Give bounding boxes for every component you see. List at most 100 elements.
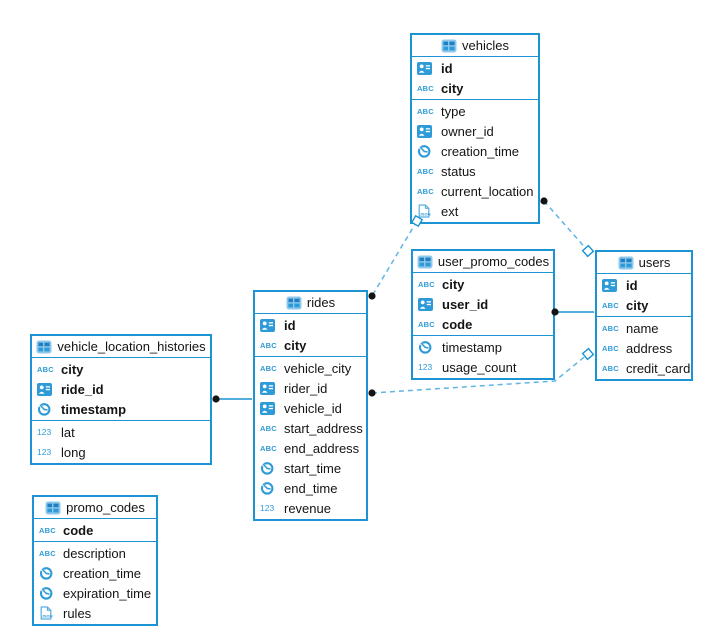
number-icon: 123 xyxy=(260,503,280,513)
id-card-icon xyxy=(602,278,622,292)
table-icon xyxy=(286,296,302,310)
table-title: vehicles xyxy=(462,38,509,53)
field-row-creation_time[interactable]: creation_time xyxy=(34,563,156,583)
field-label: timestamp xyxy=(61,401,127,417)
field-row-vehicle_id[interactable]: vehicle_id xyxy=(255,398,366,418)
text-icon-glyph: ABC xyxy=(417,83,434,93)
field-row-creation_time[interactable]: creation_time xyxy=(412,141,538,161)
table-title: rides xyxy=(306,295,336,310)
field-row-status[interactable]: ABC status xyxy=(412,161,538,181)
timestamp-icon xyxy=(39,586,59,600)
number-icon-glyph: 123 xyxy=(418,362,433,372)
table-icon xyxy=(45,501,61,515)
field-row-timestamp[interactable]: timestamp xyxy=(413,337,553,357)
timestamp-icon xyxy=(37,402,57,416)
relation-line[interactable] xyxy=(371,353,589,394)
text-icon: ABC xyxy=(602,301,622,310)
table-header: promo_codes xyxy=(34,497,156,519)
text-icon: ABC xyxy=(417,187,437,196)
field-row-long[interactable]: 123 long xyxy=(32,442,210,462)
field-label: type xyxy=(441,103,466,119)
field-label: ext xyxy=(441,203,459,219)
field-label: timestamp xyxy=(442,339,502,355)
field-row-city[interactable]: ABC city xyxy=(412,78,538,98)
fields-section: timestamp 123 usage_count xyxy=(413,336,553,378)
field-row-city[interactable]: ABC city xyxy=(32,359,210,379)
field-label: description xyxy=(63,545,126,561)
table-header: vehicles xyxy=(412,35,538,57)
timestamp-icon xyxy=(260,481,280,495)
field-row-start_address[interactable]: ABC start_address xyxy=(255,418,366,438)
table-rides[interactable]: rides id ABC city ABC vehicle_city rider… xyxy=(253,290,368,521)
text-icon-glyph: ABC xyxy=(260,340,277,350)
field-row-owner_id[interactable]: owner_id xyxy=(412,121,538,141)
field-label: rules xyxy=(63,605,92,621)
field-row-code[interactable]: ABC code xyxy=(413,314,553,334)
field-row-type[interactable]: ABC type xyxy=(412,101,538,121)
field-row-city[interactable]: ABC city xyxy=(255,335,366,355)
timestamp-icon xyxy=(260,461,280,475)
field-row-credit_card[interactable]: ABC credit_card xyxy=(597,358,691,378)
field-row-description[interactable]: ABC description xyxy=(34,543,156,563)
table-users[interactable]: users id ABC city ABC name ABC address A… xyxy=(595,250,693,381)
field-label: rider_id xyxy=(284,380,328,396)
field-row-city[interactable]: ABC city xyxy=(597,295,691,315)
fields-section: ABC vehicle_city rider_id vehicle_id ABC… xyxy=(255,357,366,519)
field-label: start_time xyxy=(284,460,342,476)
field-label: vehicle_city xyxy=(284,360,352,376)
relation-user_promo_codes-users[interactable] xyxy=(551,308,594,316)
text-icon-glyph: ABC xyxy=(260,443,277,453)
relation-vehicles-users[interactable] xyxy=(540,197,595,258)
field-row-vehicle_city[interactable]: ABC vehicle_city xyxy=(255,358,366,378)
table-promo_codes[interactable]: promo_codes ABC code ABC description cre… xyxy=(32,495,158,626)
table-header: users xyxy=(597,252,691,274)
field-row-id[interactable]: id xyxy=(597,275,691,295)
field-label: city xyxy=(442,276,465,292)
field-row-rules[interactable]: JSON rules xyxy=(34,603,156,623)
text-icon: ABC xyxy=(418,280,438,289)
text-icon: ABC xyxy=(37,365,57,374)
table-icon xyxy=(417,255,433,269)
field-row-end_time[interactable]: end_time xyxy=(255,478,366,498)
field-row-address[interactable]: ABC address xyxy=(597,338,691,358)
field-row-current_location[interactable]: ABC current_location xyxy=(412,181,538,201)
number-icon: 123 xyxy=(37,427,57,437)
field-row-start_time[interactable]: start_time xyxy=(255,458,366,478)
field-row-name[interactable]: ABC name xyxy=(597,318,691,338)
field-row-id[interactable]: id xyxy=(412,58,538,78)
field-label: city xyxy=(441,80,464,96)
field-row-timestamp[interactable]: timestamp xyxy=(32,399,210,419)
field-row-revenue[interactable]: 123 revenue xyxy=(255,498,366,518)
relation-line[interactable] xyxy=(543,200,589,252)
field-label: id xyxy=(284,317,296,333)
text-icon-glyph: ABC xyxy=(602,323,619,333)
relation-vehicle_location_histories-rides[interactable] xyxy=(212,395,252,403)
table-user_promo_codes[interactable]: user_promo_codes ABC city user_id ABC co… xyxy=(411,249,555,380)
field-label: user_id xyxy=(442,296,489,312)
field-row-usage_count[interactable]: 123 usage_count xyxy=(413,357,553,377)
table-vehicle_location_histories[interactable]: vehicle_location_histories ABC city ride… xyxy=(30,334,212,465)
field-row-ride_id[interactable]: ride_id xyxy=(32,379,210,399)
field-row-city[interactable]: ABC city xyxy=(413,274,553,294)
field-row-end_address[interactable]: ABC end_address xyxy=(255,438,366,458)
field-row-code[interactable]: ABC code xyxy=(34,520,156,540)
table-vehicles[interactable]: vehicles id ABC city ABC type owner_id xyxy=(410,33,540,224)
relation-line[interactable] xyxy=(371,220,418,297)
text-icon-glyph: ABC xyxy=(418,319,435,329)
field-row-rider_id[interactable]: rider_id xyxy=(255,378,366,398)
text-icon-glyph: ABC xyxy=(417,166,434,176)
field-row-lat[interactable]: 123 lat xyxy=(32,422,210,442)
field-label: creation_time xyxy=(441,143,520,159)
number-icon-glyph: 123 xyxy=(37,427,52,437)
field-label: end_address xyxy=(284,440,360,456)
field-label: ride_id xyxy=(61,381,104,397)
field-label: vehicle_id xyxy=(284,400,342,416)
field-label: name xyxy=(626,320,659,336)
field-row-user_id[interactable]: user_id xyxy=(413,294,553,314)
field-row-ext[interactable]: JSON ext xyxy=(412,201,538,221)
text-icon: ABC xyxy=(417,107,437,116)
field-row-expiration_time[interactable]: expiration_time xyxy=(34,583,156,603)
field-row-id[interactable]: id xyxy=(255,315,366,335)
timestamp-icon xyxy=(417,144,437,158)
id-card-icon xyxy=(417,124,437,138)
